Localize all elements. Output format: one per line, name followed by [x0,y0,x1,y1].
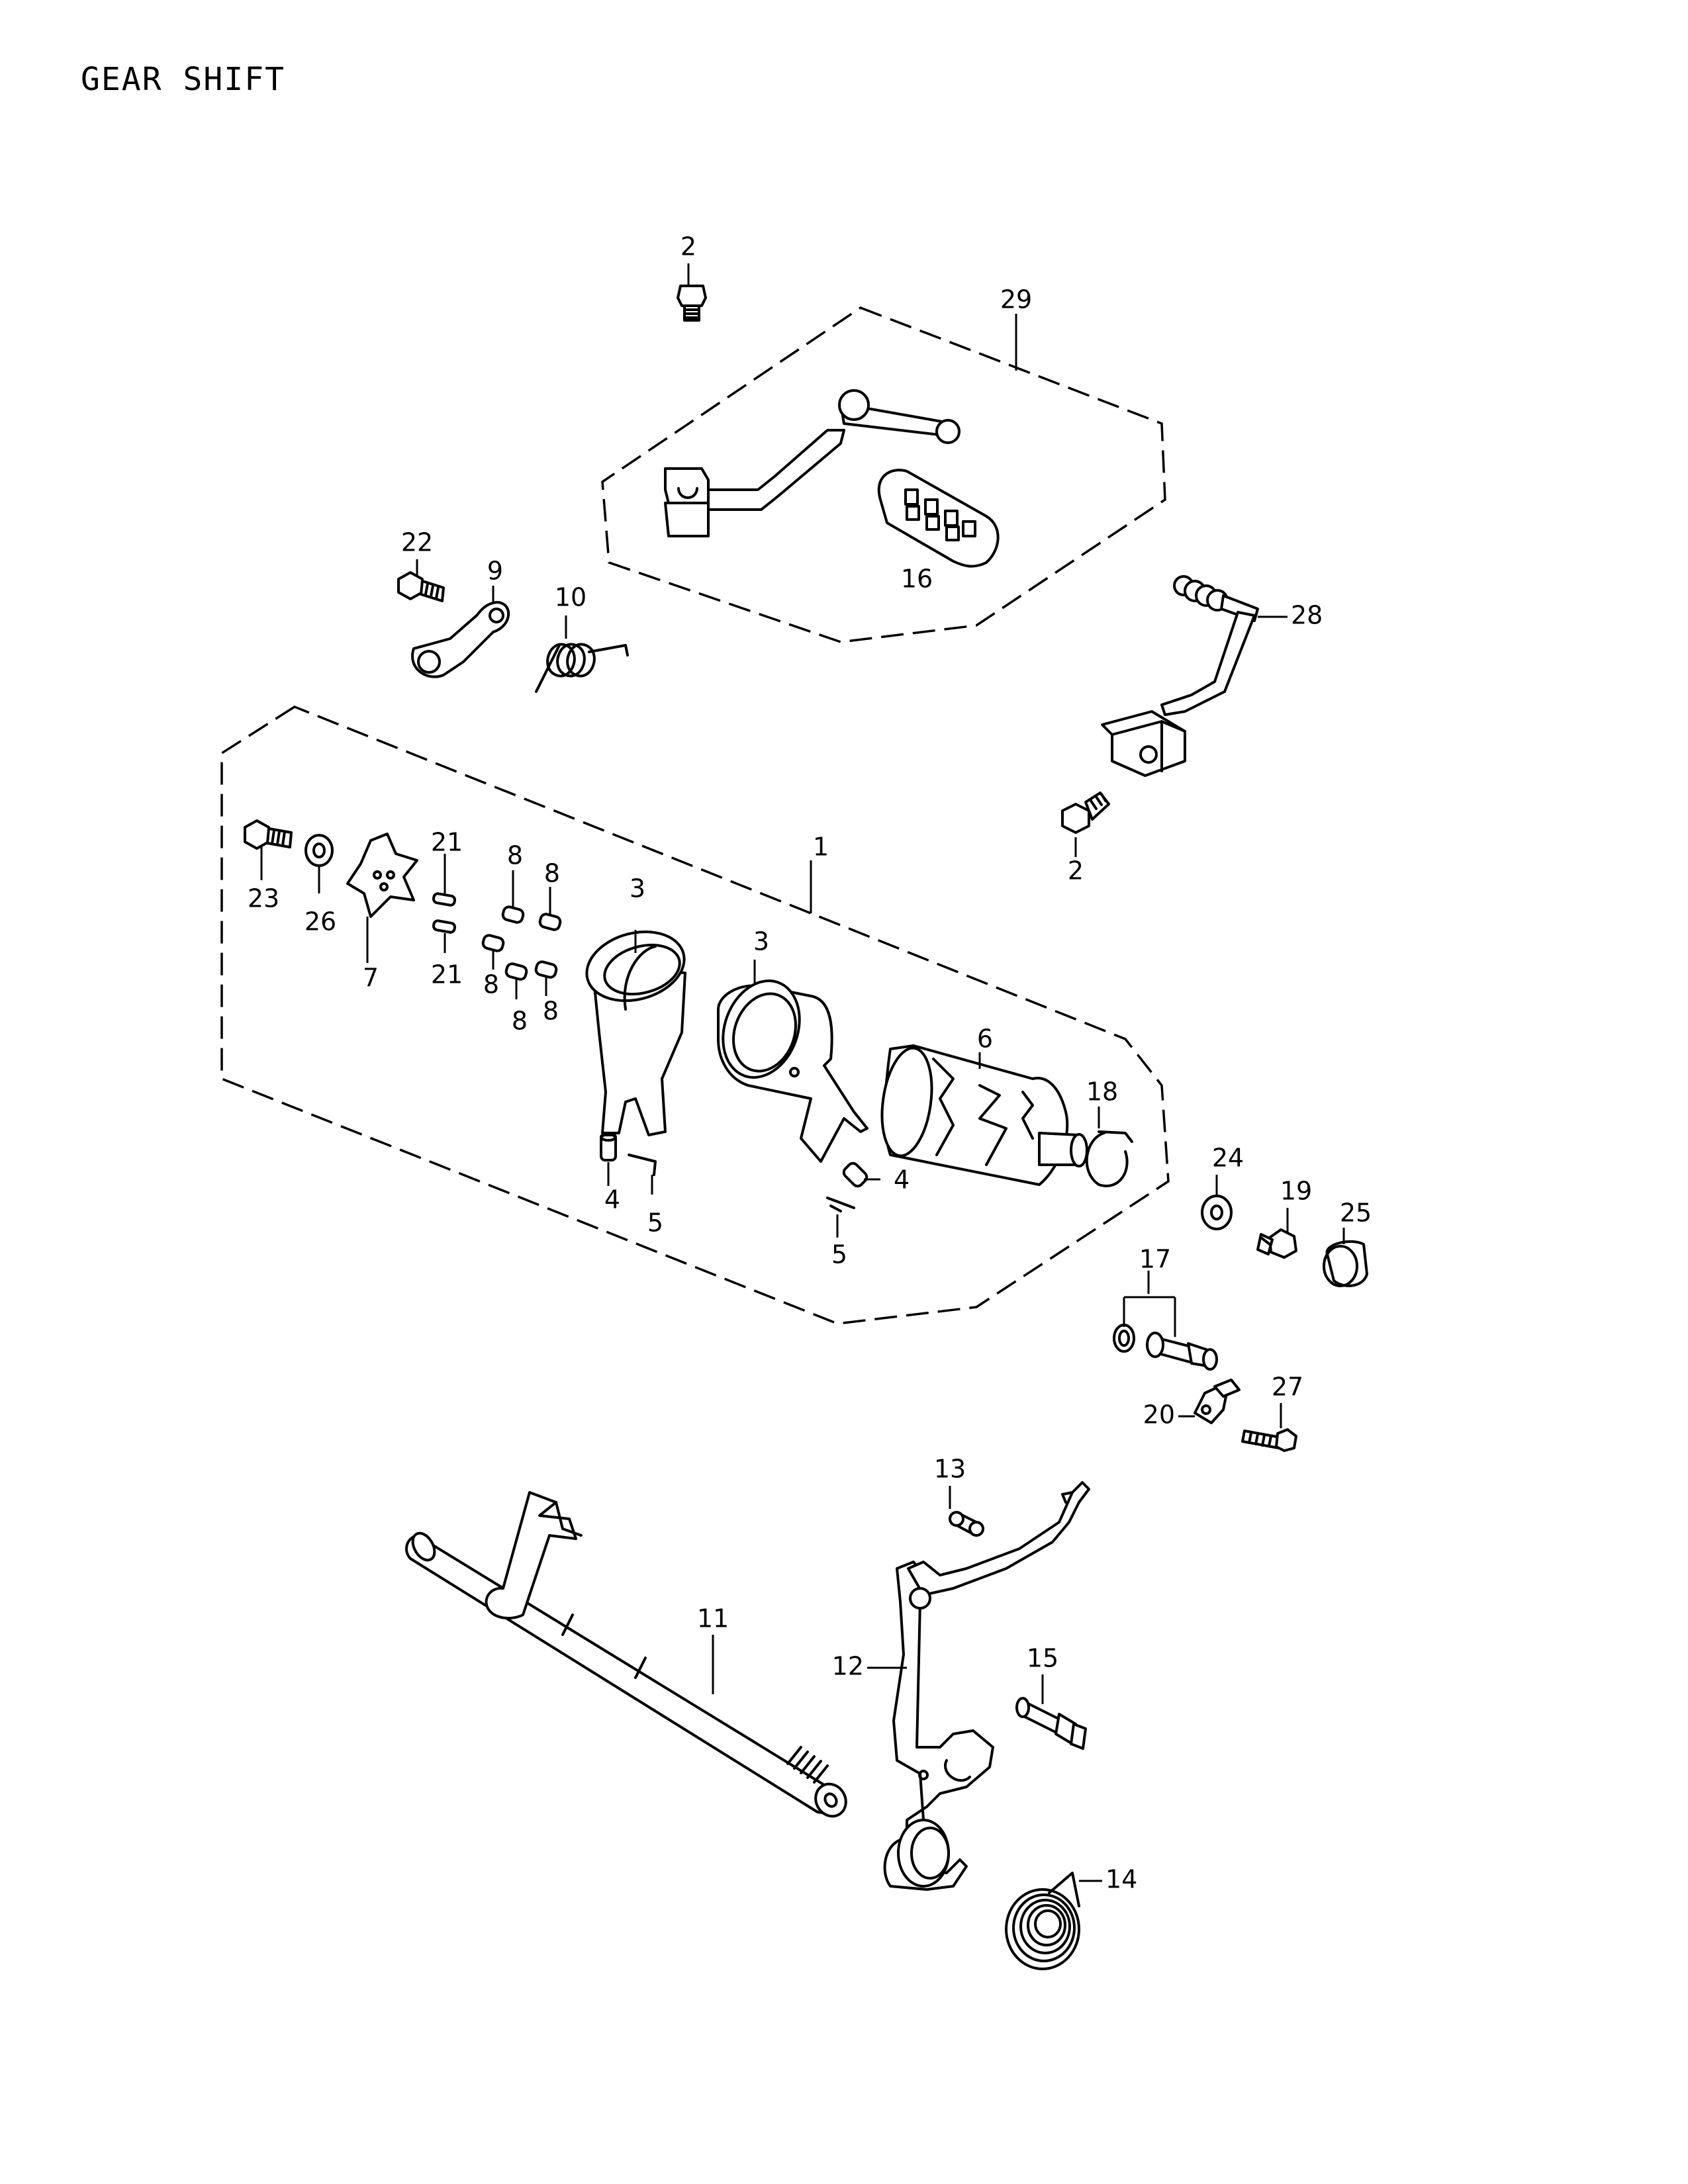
callout-17: 17 [1139,1245,1171,1274]
pin-8-b[interactable] [538,913,562,931]
pin-8-d[interactable] [504,962,528,981]
pin-17[interactable] [1146,1332,1218,1371]
dowel-4-left[interactable] [600,1132,617,1161]
bolt-22[interactable] [397,571,445,602]
bolt-23[interactable] [244,819,293,850]
callout-1: 1 [813,833,829,862]
spring-10[interactable] [535,643,629,693]
dowel-4-right[interactable] [841,1161,868,1188]
stopper-arm-9[interactable] [411,601,510,678]
shift-lever-29[interactable] [664,389,961,537]
shift-arm-12[interactable] [883,1481,1090,1891]
shift-fork-3-left[interactable] [579,921,692,1136]
pin-21-upper[interactable] [432,892,457,907]
o-ring-17[interactable] [1113,1324,1135,1353]
shift-fork-3-middle[interactable] [710,970,868,1163]
stopper-pin-13[interactable] [949,1511,984,1537]
bolt-27[interactable] [1241,1428,1297,1452]
callout-11: 11 [697,1604,729,1633]
callout-28: 28 [1291,601,1323,630]
pin-8-e[interactable] [534,960,558,979]
callout-25: 25 [1340,1199,1372,1228]
gearshift-spindle-11[interactable] [405,1491,852,1822]
callout-16: 16 [901,565,933,594]
washer-24[interactable] [1201,1195,1233,1230]
circlip-18[interactable] [1085,1130,1133,1187]
callout-4-left: 4 [604,1185,620,1214]
shift-pedal-28[interactable] [1101,575,1259,777]
callout-7: 7 [363,964,379,993]
pin-8-c[interactable] [481,934,505,952]
callout-26: 26 [305,907,336,936]
callout-29: 29 [1000,285,1032,314]
callout-5-right: 5 [831,1240,847,1269]
callout-20: 20 [1143,1400,1175,1430]
callout-21-upper: 21 [431,828,463,857]
bolt-2-lower[interactable] [1061,792,1110,834]
callout-12: 12 [832,1652,864,1681]
pin-21-lower[interactable] [432,919,457,934]
callout-24: 24 [1212,1144,1244,1173]
callout-5-left: 5 [647,1208,663,1238]
callout-8-d: 8 [512,1007,528,1036]
callout-8-b: 8 [544,859,560,888]
callout-23: 23 [248,884,279,913]
pin-8-a[interactable] [501,905,525,924]
callout-13: 13 [934,1455,966,1484]
callout-9: 9 [487,557,503,586]
page-title: GEAR SHIFT [81,61,285,98]
clip-5-right[interactable] [826,1197,855,1212]
pin-15[interactable] [1015,1697,1087,1750]
return-spring-14[interactable] [1005,1872,1080,1970]
cap-25[interactable] [1323,1240,1368,1287]
plate-20[interactable] [1194,1379,1241,1424]
callout-19: 19 [1280,1177,1312,1206]
callout-3-middle: 3 [753,927,769,956]
star-plate-7[interactable] [346,833,418,918]
callout-6: 6 [977,1024,993,1054]
callout-2-lower: 2 [1068,856,1084,886]
bolt-19[interactable] [1256,1228,1297,1259]
washer-26[interactable] [305,834,334,867]
callout-22: 22 [401,528,433,557]
callout-10: 10 [555,583,586,612]
callout-3-left: 3 [630,874,645,903]
callout-14: 14 [1105,1865,1137,1894]
callout-2-top: 2 [680,232,696,261]
bolt-2-top[interactable] [677,285,707,322]
callout-27: 27 [1272,1373,1303,1402]
clip-5-left[interactable] [628,1154,657,1176]
callout-8-e: 8 [543,997,559,1026]
callout-8-c: 8 [483,970,499,999]
assembly-1-outline [220,705,1170,1325]
callout-4-right: 4 [894,1165,910,1195]
callout-15: 15 [1027,1644,1058,1673]
callout-8-a: 8 [507,841,523,870]
shift-drum-6[interactable] [876,1044,1088,1186]
callout-21-lower: 21 [431,960,463,989]
assembly-29-outline [601,306,1166,643]
grip-16[interactable] [877,469,1000,568]
callout-18: 18 [1086,1077,1118,1107]
